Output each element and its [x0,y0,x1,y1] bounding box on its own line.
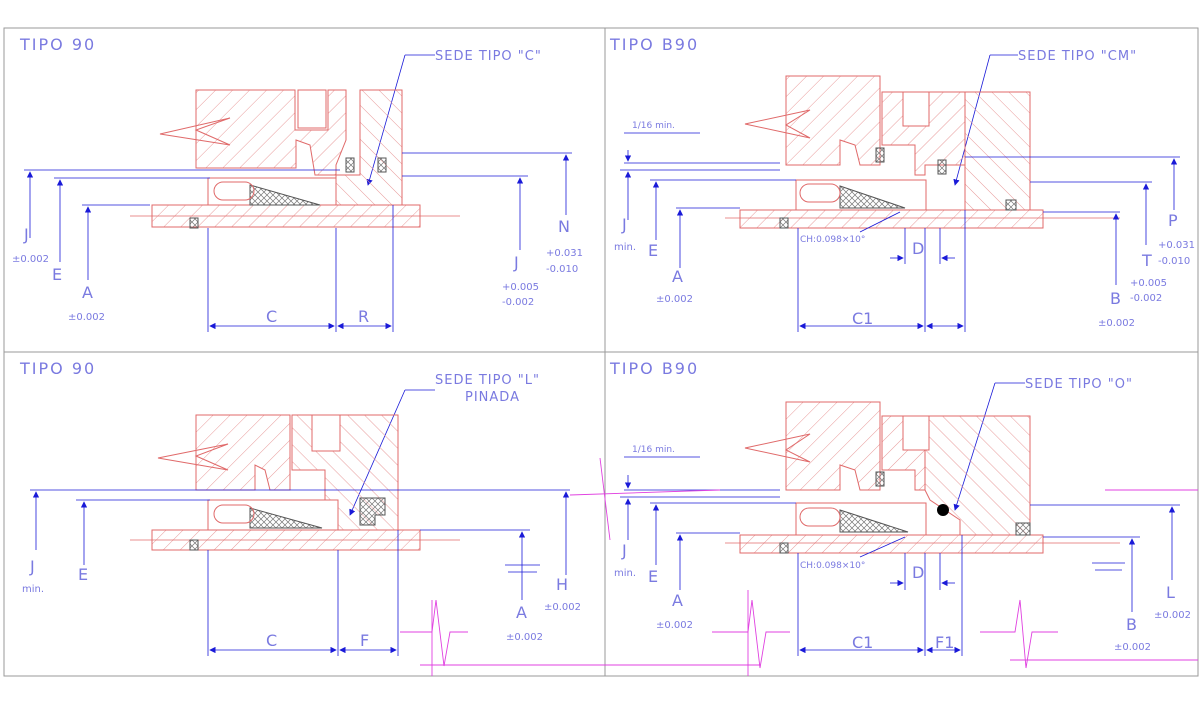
dimension-label: N [558,217,570,236]
dimension-label: ±0.002 [1154,610,1191,621]
dimension-label: J [621,215,627,234]
dimension-label: P [1168,211,1178,230]
panel-3-seat-label-2: PINADA [465,390,520,405]
panel-3-title: TIPO 90 [19,359,96,378]
dimension-label: ±0.002 [656,620,693,631]
panel-3-seat-label: SEDE TIPO "L" [435,373,540,388]
dimension-label: +0.005 [502,282,539,293]
dimension-label: +0.005 [1130,278,1167,289]
panel-1-seat-label: SEDE TIPO "C" [435,49,542,64]
dimension-label: R [358,307,369,326]
dimension-label: B [1110,289,1121,308]
dimension-label: A [672,591,683,610]
panel-4-title: TIPO B90 [609,359,699,378]
dimension-label: ±0.002 [68,312,105,323]
panel-4-seat-label: SEDE TIPO "O" [1025,377,1133,392]
dimension-label: 1/16 min. [632,121,675,131]
dimension-label: min. [22,584,44,595]
dimension-label: ±0.002 [544,602,581,613]
dimension-label: T [1141,251,1152,270]
dimension-label: D [912,563,924,582]
dimension-label: E [52,265,62,284]
dimension-label: ±0.002 [506,632,543,643]
dimension-label: C [266,631,277,650]
dimension-label: +0.031 [1158,240,1195,251]
gland-body [195,89,347,176]
dimension-label: A [516,603,527,622]
dimension-label: ±0.002 [656,294,693,305]
dimension-label: E [648,567,658,586]
dimension-label: L [1166,583,1175,602]
dimension-label: C [266,307,277,326]
dimension-label: E [78,565,88,584]
dimension-label: ±0.002 [12,254,49,265]
panel-frames [3,27,1199,677]
dimension-label: J [513,253,519,272]
dimension-label: C1 [852,633,873,652]
dimension-label: +0.031 [546,248,583,259]
dimension-label: ±0.002 [1098,318,1135,329]
dimension-label: -0.010 [546,264,578,275]
dimension-label: CH:0.098×10° [800,235,865,245]
dimension-label: A [82,283,93,302]
panel-3: TIPO 90 SEDE TIPO "L" PINADA [19,359,581,676]
panel-4: TIPO B90 SEDE TIPO "O" 1/16 min. [420,359,1198,676]
dimension-label: E [648,241,658,260]
dimension-label: F1 [935,633,954,652]
dimension-label: ±0.002 [1114,642,1151,653]
dimension-label: J [23,225,29,244]
dimension-label: D [912,239,924,258]
dimension-label: A [672,267,683,286]
dimension-label: J [621,541,627,560]
panel-1-title: TIPO 90 [19,35,96,54]
dimension-label: B [1126,615,1137,634]
dimension-label: C1 [852,309,873,328]
panel-1: TIPO 90 SEDE TIPO "C" [12,35,583,332]
panel-2: TIPO B90 SEDE TIPO "CM" 1/16 min. [609,35,1195,332]
dimension-label: H [556,575,568,594]
panel-2-seat-label: SEDE TIPO "CM" [1018,49,1137,64]
dimension-label: F [360,631,369,650]
dimension-label: CH:0.098×10° [800,561,865,571]
dimension-label: 1/16 min. [632,445,675,455]
dimension-label: min. [614,242,636,253]
dimension-label: -0.002 [1130,293,1162,304]
panel-2-title: TIPO B90 [609,35,699,54]
dimension-label: J [29,557,35,576]
o-ring-seat [937,504,949,516]
dimension-label: min. [614,568,636,579]
dimension-label: -0.010 [1158,256,1190,267]
dimension-label: -0.002 [502,297,534,308]
